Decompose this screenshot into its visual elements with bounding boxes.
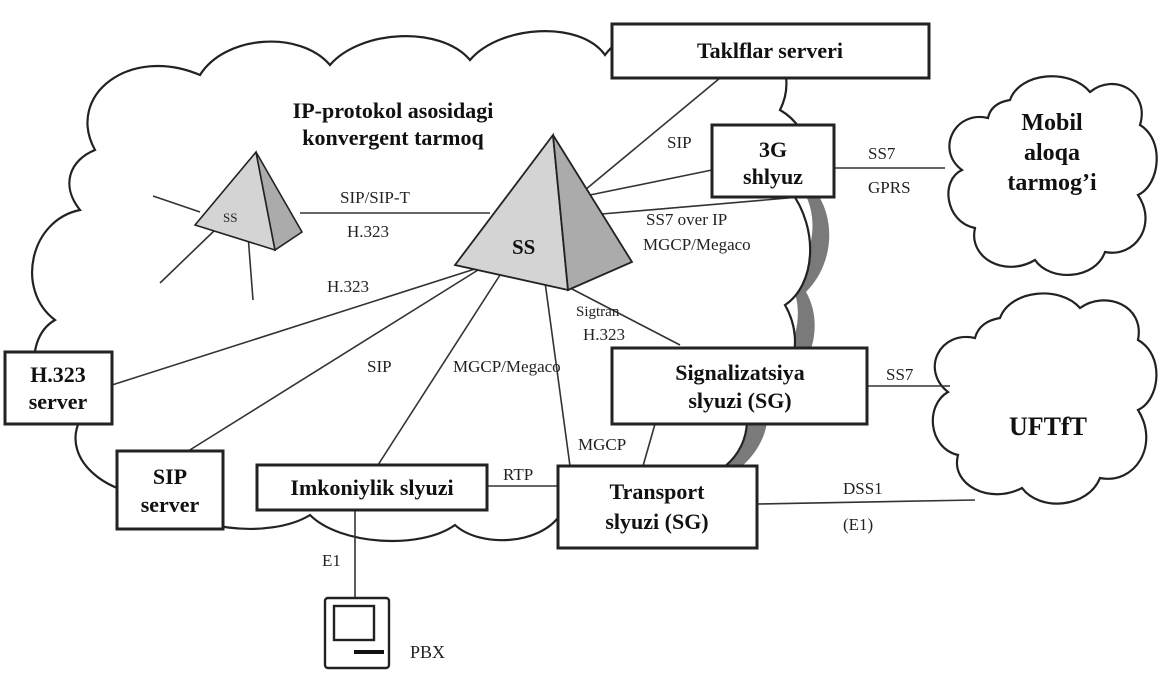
link-sigtran: Sigtran: [576, 304, 620, 320]
network-title-line1: IP-protokol asosidagi: [293, 98, 494, 123]
sip-server-label-1: SIP: [153, 464, 187, 489]
big-ss-label: SS: [512, 235, 535, 259]
link-ss7-over-ip: SS7 over IP: [646, 210, 727, 229]
mobile-network-cloud: [947, 75, 1158, 277]
media-gateway-label: Imkoniylik slyuzi: [290, 475, 453, 500]
taklif-server-box[interactable]: [610, 22, 931, 80]
signaling-gateway-box[interactable]: [610, 346, 869, 426]
uftft-cloud: [931, 292, 1158, 505]
big-ss-pyramid[interactable]: [453, 132, 634, 292]
small-ss-label: SS: [223, 210, 237, 225]
uftft-label: UFTfT: [1009, 412, 1087, 441]
link-h323-sg: H.323: [583, 325, 625, 344]
pbx-icon[interactable]: [323, 596, 391, 670]
h323-server-label-2: server: [29, 389, 88, 414]
signaling-gateway-label-2: slyuzi (SG): [688, 388, 791, 413]
mobile-network-label-3: tarmog’i: [1007, 170, 1097, 196]
link-e1-uftft: (E1): [843, 515, 873, 534]
link-mgcp: MGCP: [578, 435, 626, 454]
link-rtp: RTP: [503, 465, 533, 484]
network-title-line2: konvergent tarmoq: [302, 125, 484, 150]
sip-server-box[interactable]: [115, 449, 225, 531]
link-mgcp-megaco: MGCP/Megaco: [453, 357, 561, 376]
mobile-network-label-2: aloqa: [1024, 140, 1080, 166]
link-h323-server: H.323: [327, 277, 369, 296]
link-sip-sip-t: SIP/SIP-T: [340, 188, 411, 207]
h323-server-box[interactable]: [3, 350, 114, 426]
gateway-3g-label-2: shlyuz: [743, 164, 803, 189]
link-sip-taklif: SIP: [667, 133, 692, 152]
link-ss7-uftft: SS7: [886, 365, 914, 384]
taklif-server-label: Taklflar serveri: [697, 38, 843, 63]
link-e1-pbx: E1: [322, 551, 341, 570]
gateway-3g-label-1: 3G: [759, 137, 787, 162]
link-labels: SIP SS7 GPRS SIP/SIP-T H.323 SS7 over IP…: [322, 133, 914, 570]
link-h323-ss: H.323: [347, 222, 389, 241]
transport-gateway-box[interactable]: [556, 464, 759, 550]
h323-server-label-1: H.323: [30, 362, 86, 387]
mobile-network-label-1: Mobil: [1021, 110, 1083, 136]
media-gateway-box[interactable]: [255, 463, 489, 512]
small-ss-pyramid[interactable]: [193, 150, 304, 252]
link-sip-server: SIP: [367, 357, 392, 376]
pbx-label: PBX: [410, 642, 445, 662]
gateway-3g-box[interactable]: [710, 123, 836, 199]
link-mgcp-megaco-3g: MGCP/Megaco: [643, 235, 751, 254]
sip-server-label-2: server: [141, 492, 200, 517]
link-ss7-mobile: SS7: [868, 144, 896, 163]
transport-gateway-label-2: slyuzi (SG): [605, 509, 708, 534]
signaling-gateway-label-1: Signalizatsiya: [675, 360, 805, 385]
link-dss1: DSS1: [843, 479, 883, 498]
transport-gateway-label-1: Transport: [610, 479, 706, 504]
link-gprs: GPRS: [868, 178, 911, 197]
